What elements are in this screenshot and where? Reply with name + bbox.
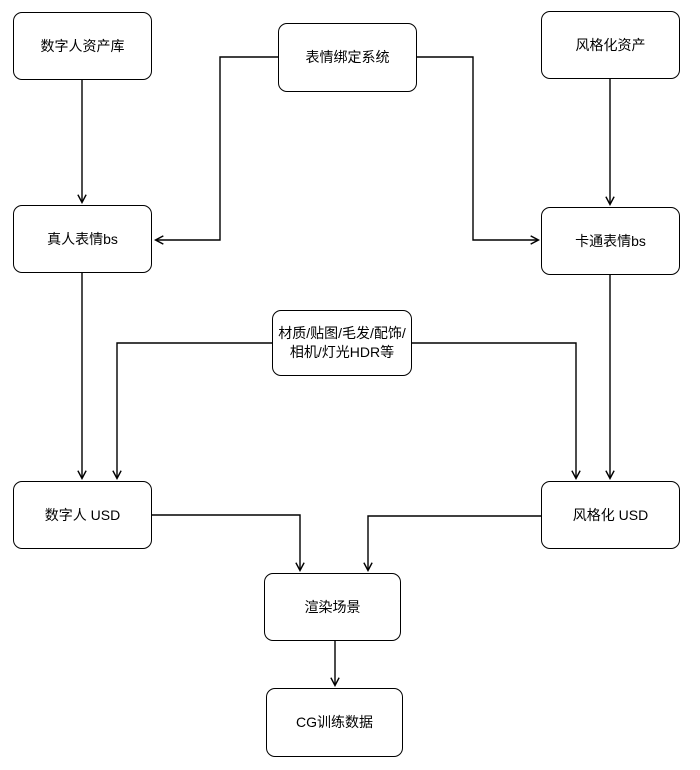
edge-materials-to-dh-usd	[117, 342, 272, 478]
node-label: 真人表情bs	[47, 230, 118, 247]
node-stylized-assets: 风格化资产	[541, 11, 680, 79]
node-expression-binding-system: 表情绑定系统	[278, 23, 417, 92]
node-label: 卡通表情bs	[575, 232, 646, 249]
edge-dh-usd-to-render	[152, 514, 300, 570]
node-label: 数字人资产库	[40, 37, 125, 54]
node-label: 表情绑定系统	[305, 49, 390, 66]
node-label: 渲染场景	[304, 598, 361, 615]
edge-binding-to-cartoon-bs	[417, 56, 538, 240]
node-label: CG训练数据	[296, 714, 373, 731]
edge-binding-to-real-bs	[156, 56, 278, 240]
node-materials-textures-hair-accessories: 材质/贴图/毛发/配饰/ 相机/灯光HDR等	[272, 310, 412, 376]
node-cartoon-expression-bs: 卡通表情bs	[541, 207, 680, 275]
node-label: 数字人 USD	[44, 506, 121, 523]
node-real-expression-bs: 真人表情bs	[13, 205, 152, 273]
node-digital-human-usd: 数字人 USD	[13, 481, 152, 549]
node-stylized-usd: 风格化 USD	[541, 481, 680, 549]
node-label: 风格化资产	[575, 36, 646, 53]
node-digital-human-asset-library: 数字人资产库	[13, 12, 152, 80]
node-label: 风格化 USD	[572, 506, 649, 523]
node-render-scene: 渲染场景	[264, 573, 401, 641]
node-label-line2: 相机/灯光HDR等	[289, 344, 395, 360]
node-cg-training-data: CG训练数据	[266, 688, 403, 757]
edge-st-usd-to-render	[368, 515, 541, 570]
node-label-line1: 材质/贴图/毛发/配饰/	[278, 325, 406, 342]
edge-materials-to-st-usd	[412, 342, 576, 478]
